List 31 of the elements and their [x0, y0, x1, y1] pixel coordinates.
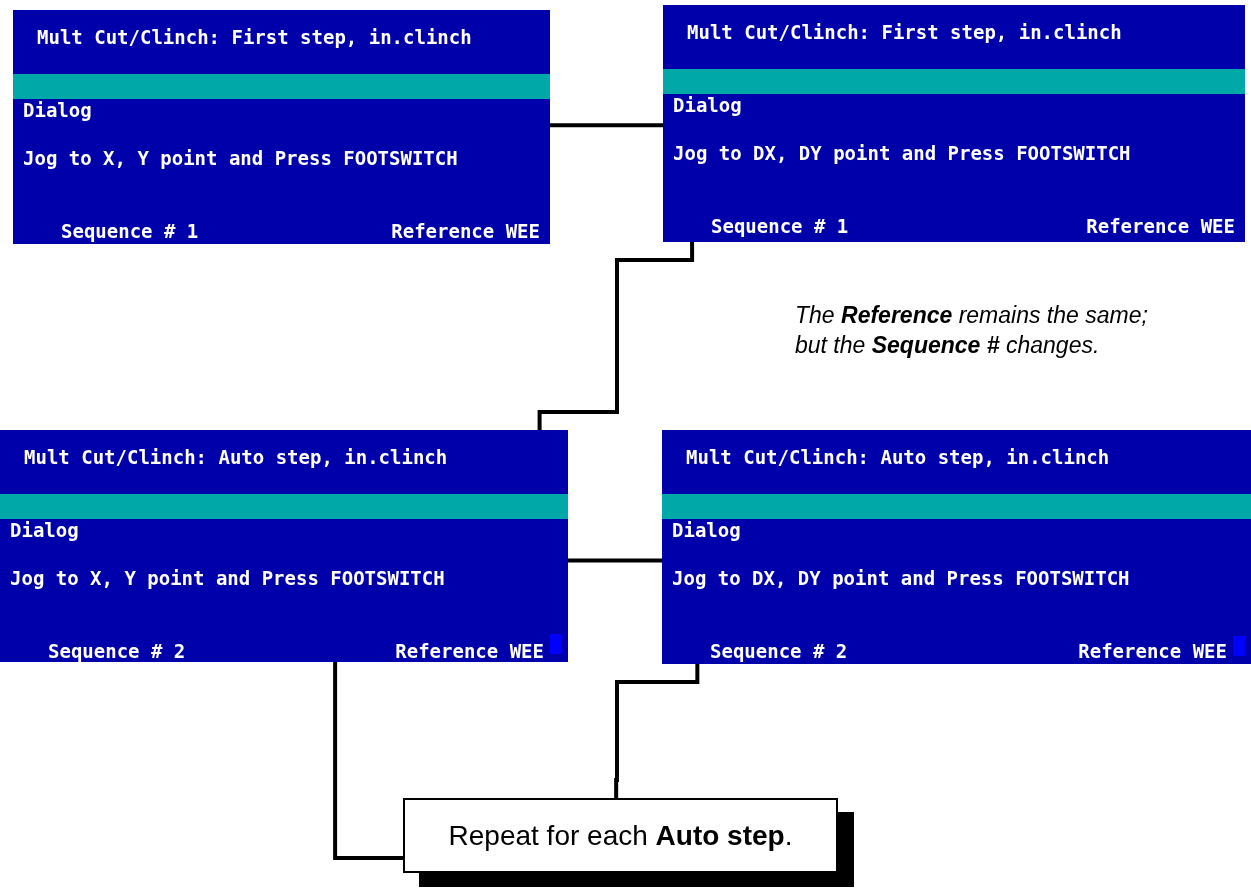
screen-panel: [0, 430, 568, 662]
reference-text: Reference WEE: [391, 220, 540, 242]
screen-panel: [662, 430, 1251, 664]
connector-line: [550, 123, 663, 128]
connector-line: [614, 664, 700, 798]
dialog-heading: Dialog: [23, 99, 92, 121]
reference-text: Reference WEE: [1086, 215, 1235, 237]
reference-text: Reference WEE: [1078, 640, 1227, 662]
connector-line: [333, 662, 403, 860]
dialog-heading: Dialog: [673, 94, 742, 116]
note-text: Repeat for each Auto step.: [448, 819, 793, 852]
screen-panel: [663, 5, 1245, 242]
sequence-number: Sequence # 2: [48, 640, 186, 662]
screen-title: Mult Cut/Clinch: Auto step, in.clinch: [686, 446, 1110, 468]
connector-line: [568, 558, 662, 563]
screen-title: Mult Cut/Clinch: First step, in.clinch: [37, 26, 472, 48]
instruction-text: Jog to DX, DY point and Press FOOTSWITCH: [673, 142, 1131, 164]
dialog-heading: Dialog: [672, 519, 741, 541]
screen-panel: [13, 10, 550, 244]
instruction-text: Jog to X, Y point and Press FOOTSWITCH: [10, 567, 445, 589]
reference-text: Reference WEE: [395, 640, 544, 662]
instruction-text: Jog to DX, DY point and Press FOOTSWITCH: [672, 567, 1130, 589]
sequence-number: Sequence # 1: [61, 220, 199, 242]
instruction-text: Jog to X, Y point and Press FOOTSWITCH: [23, 147, 458, 169]
dialog-heading: Dialog: [10, 519, 79, 541]
sequence-number: Sequence # 2: [710, 640, 848, 662]
connector-line: [537, 242, 695, 430]
annotation-text: The Reference remains the same; but the Sequence # changes.: [795, 301, 1149, 360]
screen-title: Mult Cut/Clinch: Auto step, in.clinch: [24, 446, 448, 468]
sequence-number: Sequence # 1: [711, 215, 849, 237]
screen-title: Mult Cut/Clinch: First step, in.clinch: [687, 21, 1122, 43]
